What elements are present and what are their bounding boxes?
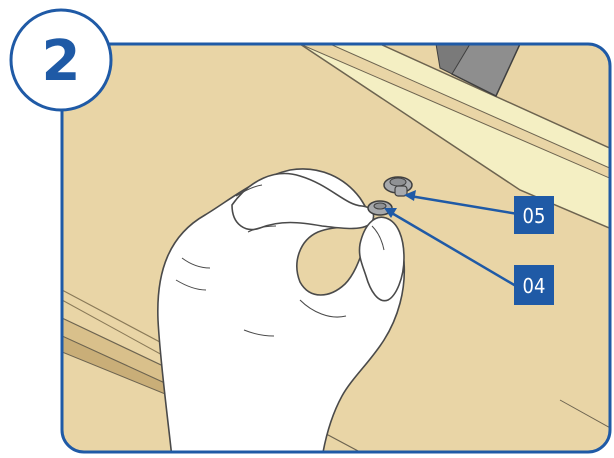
- callout-05-label: 05: [523, 204, 546, 228]
- callout-04-group: 04: [384, 208, 554, 305]
- callout-05-leader: [409, 194, 519, 216]
- callout-04-leader: [389, 210, 517, 288]
- callout-05-box: [514, 196, 554, 234]
- cream-edge-strip: [297, 44, 610, 232]
- callout-05-group: 05: [404, 190, 554, 234]
- cream-edge-strip-face: [299, 44, 610, 181]
- illustration-frame: [60, 42, 612, 454]
- step-number: 2: [42, 29, 81, 94]
- callout-04-label: 04: [523, 274, 546, 298]
- cam-bolt-part: [383, 176, 413, 197]
- callout-04-box: [514, 265, 554, 305]
- grey-rail-top: [435, 44, 471, 75]
- step-badge-circle: [9, 8, 113, 112]
- cam-lock-part: [367, 200, 393, 216]
- callout-04-arrowhead: [384, 208, 397, 218]
- scene: [62, 44, 610, 452]
- gloved-hand: [157, 168, 406, 452]
- callout-05-arrowhead: [404, 190, 416, 201]
- step-badge: 2: [9, 8, 113, 112]
